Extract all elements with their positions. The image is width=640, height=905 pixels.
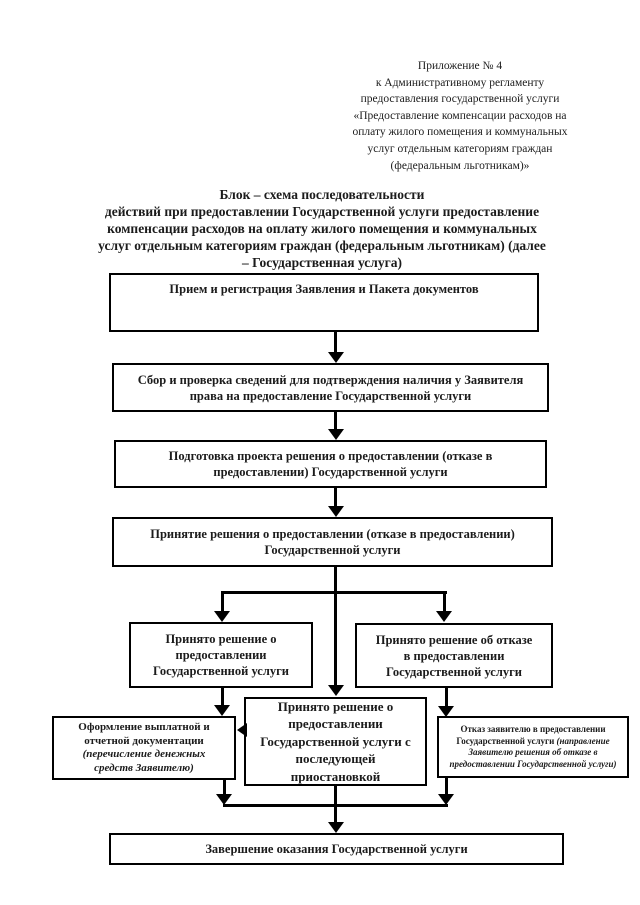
connector-line bbox=[334, 332, 337, 353]
connector-line bbox=[334, 786, 337, 807]
arrow-down-icon bbox=[328, 685, 344, 696]
flow-box-decision: Принятие решения о предоставлении (отказ… bbox=[112, 517, 553, 567]
arrow-down-icon bbox=[328, 352, 344, 363]
payment-docs-text: Оформление выплатной и отчетной документ… bbox=[78, 721, 210, 747]
flow-box-approved-label: Принято решение о предоставлении Государ… bbox=[153, 632, 289, 678]
flow-box-completion-label: Завершение оказания Государственной услу… bbox=[205, 842, 468, 856]
refusal-notice-text: Отказ заявителю в предоставлении Государ… bbox=[456, 724, 606, 746]
flow-box-refused: Принято решение об отказе в предоставлен… bbox=[355, 623, 553, 688]
diagram-title: Блок – схема последовательности действий… bbox=[98, 187, 546, 270]
connector-line bbox=[334, 567, 337, 686]
arrow-down-icon bbox=[328, 506, 344, 517]
flow-box-verification-label: Сбор и проверка сведений для подтвержден… bbox=[137, 372, 524, 403]
flow-box-draft-decision: Подготовка проекта решения о предоставле… bbox=[114, 440, 547, 488]
connector-line bbox=[445, 688, 448, 706]
connector-line bbox=[221, 591, 224, 612]
flow-box-draft-decision-label: Подготовка проекта решения о предоставле… bbox=[168, 449, 493, 479]
connector-line bbox=[221, 591, 447, 594]
arrow-down-icon bbox=[438, 706, 454, 717]
arrow-left-icon bbox=[237, 723, 247, 737]
connector-line bbox=[334, 412, 337, 430]
flow-box-reception: Прием и регистрация Заявления и Пакета д… bbox=[109, 273, 539, 332]
flow-box-payment-docs-label: Оформление выплатной и отчетной документ… bbox=[78, 721, 209, 775]
appendix-note: Приложение № 4 к Административному регла… bbox=[352, 60, 568, 172]
arrow-down-icon bbox=[328, 822, 344, 833]
connector-line bbox=[445, 778, 448, 795]
connector-line bbox=[334, 807, 337, 823]
flow-box-refused-label: Принято решение об отказе в предоставлен… bbox=[375, 632, 533, 679]
payment-docs-note: (перечисление денежных средств Заявителю… bbox=[82, 748, 206, 774]
refusal-notice-note: (направление Заявителю решения об отказе… bbox=[449, 735, 617, 769]
arrow-down-icon bbox=[328, 429, 344, 440]
flow-box-verification: Сбор и проверка сведений для подтвержден… bbox=[112, 363, 549, 412]
arrow-down-icon bbox=[438, 794, 454, 805]
connector-line bbox=[334, 488, 337, 506]
connector-line bbox=[223, 780, 226, 795]
flow-box-approved-with-suspension-label: Принято решение о предоставлении Государ… bbox=[260, 698, 411, 784]
flow-box-reception-label: Прием и регистрация Заявления и Пакета д… bbox=[169, 282, 479, 296]
connector-line bbox=[443, 591, 446, 612]
flow-box-completion: Завершение оказания Государственной услу… bbox=[109, 833, 564, 865]
flow-box-approved: Принято решение о предоставлении Государ… bbox=[129, 622, 313, 688]
connector-line bbox=[221, 688, 224, 705]
arrow-down-icon bbox=[216, 794, 232, 805]
flow-box-approved-with-suspension: Принято решение о предоставлении Государ… bbox=[244, 697, 427, 786]
flow-box-payment-docs: Оформление выплатной и отчетной документ… bbox=[52, 716, 236, 780]
arrow-down-icon bbox=[214, 705, 230, 716]
flow-box-refusal-notice-label: Отказ заявителю в предоставлении Государ… bbox=[443, 724, 623, 770]
flow-box-refusal-notice: Отказ заявителю в предоставлении Государ… bbox=[437, 716, 629, 778]
arrow-down-icon bbox=[214, 611, 230, 622]
arrow-down-icon bbox=[436, 611, 452, 622]
connector-line bbox=[223, 804, 448, 807]
flow-box-decision-label: Принятие решения о предоставлении (отказ… bbox=[150, 527, 515, 557]
